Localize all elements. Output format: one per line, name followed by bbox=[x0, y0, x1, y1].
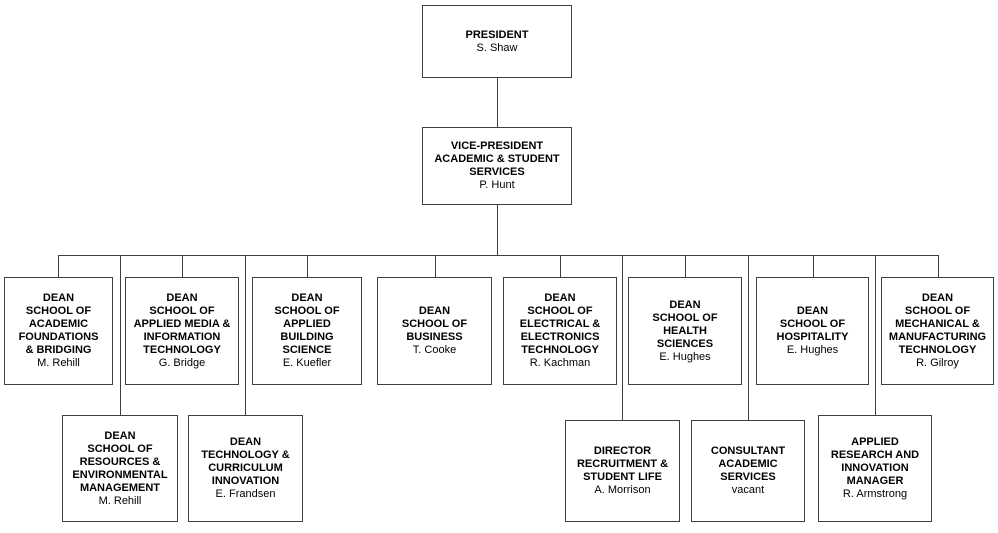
node-person: S. Shaw bbox=[476, 41, 518, 54]
node-person: M. Rehill bbox=[37, 357, 80, 369]
node-title: DEAN SCHOOL OF APPLIED MEDIA & INFORMATI… bbox=[133, 292, 231, 356]
node-person: E. Hughes bbox=[659, 350, 711, 363]
connector-line bbox=[813, 255, 814, 277]
node-title: DEAN SCHOOL OF ELECTRICAL & ELECTRONICS … bbox=[519, 292, 601, 356]
org-node-dean-hospitality: DEAN SCHOOL OF HOSPITALITY E. Hughes bbox=[756, 277, 869, 385]
connector-line bbox=[875, 255, 876, 415]
org-node-dean-resources: DEAN SCHOOL OF RESOURCES & ENVIRONMENTAL… bbox=[62, 415, 178, 522]
node-title: CONSULTANT ACADEMIC SERVICES bbox=[710, 445, 786, 483]
node-person: M. Rehill bbox=[98, 494, 142, 507]
node-person: E. Kuefler bbox=[282, 357, 332, 369]
node-person: A. Morrison bbox=[594, 484, 651, 496]
node-title: VICE-PRESIDENT ACADEMIC & STUDENT SERVIC… bbox=[434, 140, 560, 178]
node-person: G. Bridge bbox=[158, 357, 206, 369]
node-person: R. Armstrong bbox=[842, 488, 908, 500]
connector-line bbox=[685, 255, 686, 277]
connector-line bbox=[622, 255, 623, 420]
connector-line bbox=[182, 255, 183, 277]
org-node-applied-research-manager: APPLIED RESEARCH AND INNOVATION MANAGER … bbox=[818, 415, 932, 522]
node-title: DEAN SCHOOL OF MECHANICAL & MANUFACTURIN… bbox=[888, 292, 987, 356]
org-node-dean-business: DEAN SCHOOL OF BUSINESS T. Cooke bbox=[377, 277, 492, 385]
connector-line bbox=[58, 255, 59, 277]
org-node-dean-applied-media: DEAN SCHOOL OF APPLIED MEDIA & INFORMATI… bbox=[125, 277, 239, 385]
node-title: DEAN SCHOOL OF APPLIED BUILDING SCIENCE bbox=[274, 292, 340, 356]
org-node-dean-applied-building: DEAN SCHOOL OF APPLIED BUILDING SCIENCE … bbox=[252, 277, 362, 385]
connector-line bbox=[497, 205, 498, 255]
node-person: T. Cooke bbox=[412, 344, 457, 356]
node-person: vacant bbox=[731, 484, 765, 496]
connector-line bbox=[748, 255, 749, 420]
node-person: E. Hughes bbox=[786, 344, 839, 356]
node-title: DEAN TECHNOLOGY & CURRICULUM INNOVATION bbox=[201, 436, 290, 487]
node-title: DEAN SCHOOL OF ACADEMIC FOUNDATIONS & BR… bbox=[18, 292, 99, 356]
org-node-dean-health: DEAN SCHOOL OF HEALTH SCIENCES E. Hughes bbox=[628, 277, 742, 385]
node-title: DEAN SCHOOL OF HEALTH SCIENCES bbox=[652, 298, 718, 350]
connector-line bbox=[560, 255, 561, 277]
node-person: E. Frandsen bbox=[215, 488, 276, 500]
node-title: DIRECTOR RECRUITMENT & STUDENT LIFE bbox=[576, 445, 669, 483]
org-node-dean-electrical: DEAN SCHOOL OF ELECTRICAL & ELECTRONICS … bbox=[503, 277, 617, 385]
connector-line bbox=[307, 255, 308, 277]
connector-line bbox=[435, 255, 436, 277]
org-node-dean-technology-curriculum: DEAN TECHNOLOGY & CURRICULUM INNOVATION … bbox=[188, 415, 303, 522]
node-person: R. Kachman bbox=[529, 357, 591, 369]
org-node-vice-president: VICE-PRESIDENT ACADEMIC & STUDENT SERVIC… bbox=[422, 127, 572, 205]
node-person: P. Hunt bbox=[479, 179, 515, 191]
node-title: DEAN SCHOOL OF HOSPITALITY bbox=[776, 305, 849, 343]
org-node-dean-academic-foundations: DEAN SCHOOL OF ACADEMIC FOUNDATIONS & BR… bbox=[4, 277, 113, 385]
connector-line bbox=[497, 78, 498, 127]
node-title: DEAN SCHOOL OF BUSINESS bbox=[401, 305, 468, 343]
connector-line bbox=[938, 255, 939, 277]
org-node-consultant-academic: CONSULTANT ACADEMIC SERVICES vacant bbox=[691, 420, 805, 522]
node-title: APPLIED RESEARCH AND INNOVATION MANAGER bbox=[830, 436, 920, 487]
connector-line bbox=[245, 255, 246, 415]
org-node-dean-mechanical: DEAN SCHOOL OF MECHANICAL & MANUFACTURIN… bbox=[881, 277, 994, 385]
org-node-president: PRESIDENT S. Shaw bbox=[422, 5, 572, 78]
connector-line bbox=[120, 255, 121, 415]
org-node-director-recruitment: DIRECTOR RECRUITMENT & STUDENT LIFE A. M… bbox=[565, 420, 680, 522]
connector-line bbox=[58, 255, 938, 256]
node-title: PRESIDENT bbox=[465, 28, 529, 41]
node-title: DEAN SCHOOL OF RESOURCES & ENVIRONMENTAL… bbox=[72, 429, 168, 494]
node-person: R. Gilroy bbox=[916, 357, 959, 369]
